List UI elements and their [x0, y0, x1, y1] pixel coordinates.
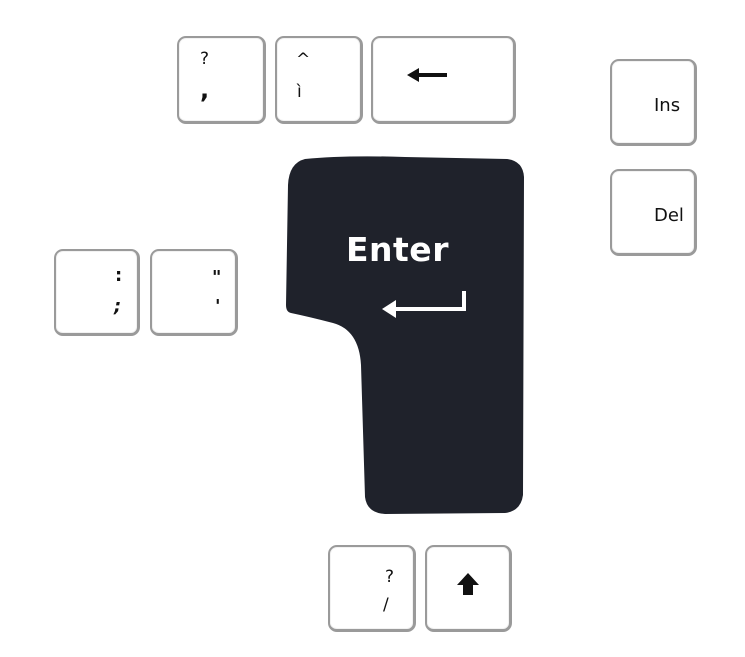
semicolon-key-top-legend: :	[115, 265, 123, 286]
slash-key[interactable]: ? /	[328, 545, 416, 632]
quote-key-bottom-legend: '	[215, 296, 221, 317]
return-arrow-icon	[382, 291, 466, 318]
quote-key[interactable]: " '	[150, 249, 238, 336]
ins-key[interactable]: Ins	[610, 59, 697, 146]
del-key-legend: Del	[654, 205, 684, 226]
igrave-key[interactable]: ^ ì	[275, 36, 363, 124]
comma-key[interactable]: ? ,	[177, 36, 266, 124]
shift-key[interactable]	[425, 545, 512, 632]
slash-key-bottom-legend: /	[383, 595, 389, 615]
left-arrow-icon	[407, 68, 447, 82]
enter-key-label: Enter	[346, 230, 449, 269]
semicolon-key[interactable]: : ;	[54, 249, 140, 336]
enter-key[interactable]: Enter	[285, 155, 530, 517]
comma-key-top-legend: ?	[200, 49, 210, 69]
up-arrow-icon	[457, 573, 479, 595]
ins-key-legend: Ins	[654, 95, 681, 116]
backspace-key[interactable]	[371, 36, 516, 124]
del-key[interactable]: Del	[610, 169, 697, 256]
quote-key-top-legend: "	[212, 267, 222, 288]
igrave-key-top-legend: ^	[296, 50, 311, 70]
semicolon-key-bottom-legend: ;	[114, 296, 122, 317]
slash-key-top-legend: ?	[385, 567, 395, 587]
comma-key-bottom-legend: ,	[200, 76, 210, 104]
enter-key-shape	[286, 156, 524, 515]
igrave-key-bottom-legend: ì	[297, 82, 302, 102]
